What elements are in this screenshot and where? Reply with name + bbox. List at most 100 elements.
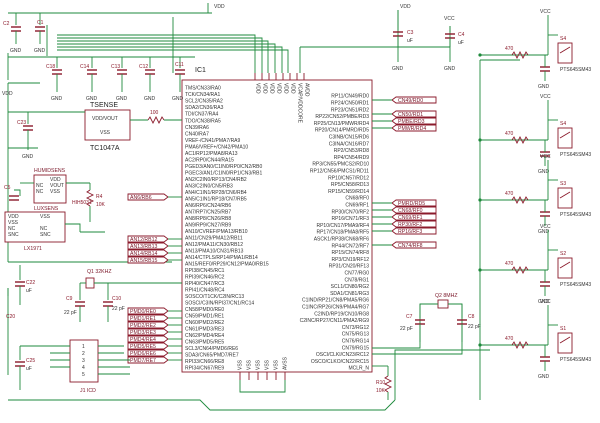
mcu-left-pin-label: AC2/RP0/CN44/RA15 bbox=[185, 157, 234, 163]
gnd-label: GND bbox=[51, 96, 63, 102]
net-flag-left-label: AN15/RB15 bbox=[130, 258, 158, 264]
net-flag-left bbox=[127, 321, 169, 329]
mcu-left-pin-label: RPI39/CN46/RC2 bbox=[185, 275, 225, 281]
humid-pin: VOUT bbox=[50, 183, 64, 189]
mcu-left-pin-label: SDA3/CN65/PMD7/RE7 bbox=[185, 353, 239, 359]
mcu-left-pin-label: RPI34/CN67/RE9 bbox=[185, 366, 224, 372]
uf-label: uF bbox=[458, 40, 464, 46]
vss-bus bbox=[239, 380, 286, 393]
mcu-left-pin-label: CN63/PMD5/RE5 bbox=[185, 340, 224, 346]
uf-label: uF bbox=[26, 288, 32, 294]
mcu-right-pin-label: RP23/CN51/RD2 bbox=[331, 107, 369, 113]
j1-pin-2: 2 bbox=[82, 351, 85, 357]
mcu-right-pin-label: CN78/RG1 bbox=[345, 277, 370, 283]
mcu-right-pin-label: CN73/RG12 bbox=[342, 325, 369, 331]
switch-part: PTS645SM43 bbox=[560, 152, 591, 158]
net-flag-right bbox=[391, 124, 437, 132]
vdd-label: VDD bbox=[2, 91, 13, 97]
vdd-supply-top: VDD bbox=[207, 3, 225, 13]
cap-c11: C11 GND bbox=[172, 57, 185, 102]
cap-c13: C13 GND bbox=[111, 57, 128, 102]
mcu-left-pin-label: AN14/CTPLS/RP14/PMA1/RB14 bbox=[185, 255, 258, 261]
net-flag-right-label: RP30/RF2 bbox=[398, 222, 422, 228]
mcu-right-pin-label: C3INB/CN15/RD6 bbox=[329, 135, 370, 141]
humid-ref: HUMIDSENS bbox=[34, 168, 66, 174]
mcu-left-pin-label: AN12/PMA11/CN30/RB12 bbox=[185, 242, 243, 248]
mcu-top-pin-label: VDD bbox=[290, 83, 296, 94]
net-flag-left-label: PMD7/RE7 bbox=[130, 358, 156, 364]
mclr-reset: R10 10K bbox=[372, 365, 393, 400]
lux-pin: VSS bbox=[40, 214, 51, 220]
c2-label: C2 bbox=[3, 21, 10, 27]
mcu-left-pin-label: AN8/RP8/CN26/RB8 bbox=[185, 216, 231, 222]
mcu-left-pin-label: RPI38/CN45/RC1 bbox=[185, 268, 225, 274]
mcu-top-pin-label: VDD bbox=[255, 83, 261, 94]
net-flag-right-label: PMWR/RD4 bbox=[398, 126, 426, 132]
cap-c20: C20 bbox=[6, 288, 15, 320]
switch-part: PTS645SM43 bbox=[560, 67, 591, 73]
j1-pin-3: 3 bbox=[82, 358, 85, 364]
vcc-label: VCC bbox=[540, 154, 551, 160]
switch-ref: S4 bbox=[560, 36, 566, 42]
mcu-left-pin-label: SOSCO/T1CK/C2IN/RC13 bbox=[185, 294, 244, 300]
net-flag-left-label: PMD0/RE0 bbox=[130, 309, 156, 315]
gnd-label: GND bbox=[34, 48, 46, 54]
humid-pin: VSS bbox=[50, 189, 61, 195]
net-flag-right bbox=[391, 227, 437, 235]
c9-value: 22 pF bbox=[64, 310, 77, 316]
net-flag-left bbox=[127, 349, 169, 357]
mcu-right-pin-label: CN77/RG0 bbox=[345, 271, 370, 277]
mcu-left-pin-label: PMA6/VREF+/CN42/PMA10 bbox=[185, 144, 248, 150]
mcu-right-pin-label: RP15/CN74/RF8 bbox=[331, 250, 369, 256]
mcu-bottom-pin-label: AVSS bbox=[283, 356, 289, 370]
r1-value: 100 bbox=[150, 110, 159, 116]
net-flag-left bbox=[127, 235, 169, 243]
gnd-label: GND bbox=[538, 229, 550, 235]
r10-value: 10K bbox=[376, 388, 386, 394]
c3-label: C3 bbox=[407, 30, 414, 36]
switch-column: S4PTS645SM43470GNDVCCS4PTS645SM43470GNDV… bbox=[478, 9, 591, 380]
series-resistor bbox=[511, 195, 529, 205]
mcu-ref: IC1 bbox=[195, 67, 206, 74]
mcu-top-pin-label: VDD bbox=[276, 83, 282, 94]
tsense-sensor: TSENSE VDD/VOUT VSS TC1047A 100 bbox=[48, 102, 182, 152]
uf-label: uF bbox=[407, 38, 413, 44]
c7-label: C7 bbox=[406, 314, 413, 320]
mcu-left-pin-label: PGEC3/AN1/C1IN0/RP1/CN3/RB1 bbox=[185, 170, 262, 176]
mcu-right-pin-label: RP4/CN54/RD9 bbox=[334, 155, 370, 161]
j1-pin-4: 4 bbox=[82, 365, 85, 371]
j1-pin-1: 1 bbox=[82, 344, 85, 350]
mcu-right-pin-label: RP16/CN71/RF3 bbox=[331, 216, 369, 222]
switch-contact bbox=[559, 261, 571, 269]
c10-label: C10 bbox=[112, 296, 121, 302]
switch-contact bbox=[559, 191, 571, 199]
net-flag-right bbox=[391, 199, 437, 207]
net-flag-left-label: PMD4/RE4 bbox=[130, 337, 156, 343]
crystal-q1: Q1 32KHZ C9 22 pF C10 22 pF C22 uF C20 bbox=[6, 265, 182, 322]
switch-ref: S2 bbox=[560, 251, 566, 257]
cap-c8: C8 22 pF bbox=[457, 314, 481, 342]
mcu-left-pin-label: SCL2/CN35/RA2 bbox=[185, 99, 223, 105]
mcu-left-pin-label: AN15/REF0/RP29/CN12/PMA0/RB15 bbox=[185, 262, 269, 268]
net-flag-left-label: AN12/RB12 bbox=[130, 237, 158, 243]
mcu-right-pin-label: SCL1/CN80/RG2 bbox=[331, 284, 370, 290]
mcu-left-pin-label: TCK/CN34/RA1 bbox=[185, 92, 221, 98]
lux-pin: NC bbox=[8, 226, 16, 232]
mcu-left-pin-label: CN39/RA6 bbox=[185, 125, 209, 131]
gnd-label: GND bbox=[444, 66, 456, 72]
gnd-label: GND bbox=[144, 96, 156, 102]
mcu-left-pin-label: CN61/PMD3/RE3 bbox=[185, 327, 224, 333]
mcu-left-pins: TMS/CN33/RA0TCK/CN34/RA1SCL2/CN35/RA2SDA… bbox=[185, 86, 269, 372]
gnd-label: GND bbox=[22, 154, 34, 160]
net-flag-right-label: CN69/RF1 bbox=[398, 215, 423, 221]
uf-label: uF bbox=[26, 366, 32, 372]
mcu-right-pin-label: CN75/RG13 bbox=[342, 332, 369, 338]
mcu-left-pin-label: CN62/PMD4/RE4 bbox=[185, 333, 224, 339]
mcu-left-pin-label: AN9/RP9/CN27/RB9 bbox=[185, 222, 231, 228]
lux-pin: NC bbox=[40, 226, 48, 232]
cap-c7: C7 22 pF bbox=[400, 314, 425, 342]
decoupling-caps-top: C2 GND C1 GND C18 GND C14 GND bbox=[3, 3, 465, 102]
